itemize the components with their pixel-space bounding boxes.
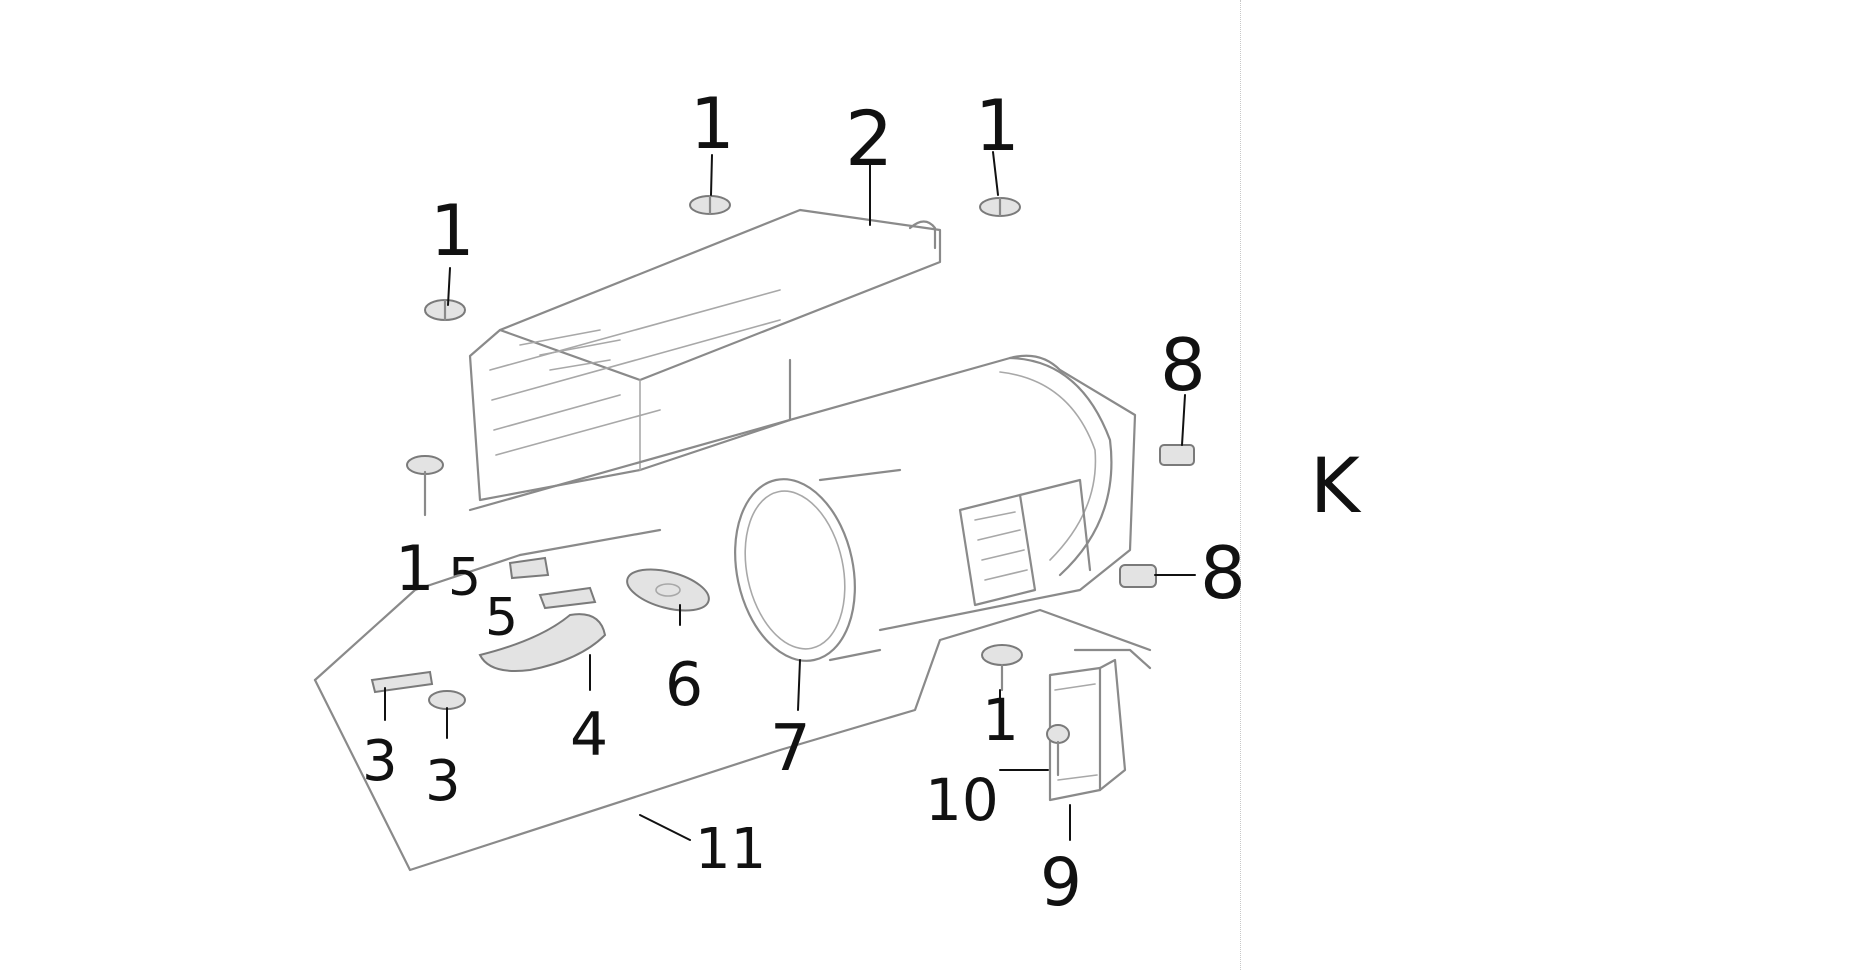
leader-lines xyxy=(384,151,1196,841)
callout-3-right: 3 xyxy=(425,749,461,814)
screw-part-10 xyxy=(1046,724,1070,777)
screw-part-3-right xyxy=(428,690,466,710)
screw-part-1-top-right xyxy=(979,196,1021,218)
screw-part-5-upper xyxy=(508,556,550,580)
callout-1-bottom: 1 xyxy=(982,686,1019,754)
screw-part-1-left xyxy=(424,298,466,322)
callout-5-upper: 5 xyxy=(448,548,481,608)
screw-part-1-side xyxy=(406,455,444,517)
callout-8-upper: 8 xyxy=(1160,323,1206,407)
callout-11: 11 xyxy=(695,817,766,882)
sunshield-cover xyxy=(468,208,942,502)
camera-housing-body xyxy=(468,354,1137,632)
page-fold-line xyxy=(1240,0,1241,970)
callout-1-side: 1 xyxy=(395,532,434,605)
callout-8-lower: 8 xyxy=(1200,531,1246,615)
callout-1-left: 1 xyxy=(430,190,475,272)
callout-1-top-middle: 1 xyxy=(690,83,735,165)
callout-6: 6 xyxy=(665,650,703,720)
callout-9: 9 xyxy=(1040,844,1082,921)
mounting-bracket xyxy=(1048,648,1152,802)
callout-2: 2 xyxy=(845,94,893,183)
callout-1-top-right: 1 xyxy=(975,85,1020,167)
view-letter-k: K xyxy=(1310,441,1362,530)
callout-4: 4 xyxy=(570,700,608,770)
bottom-plate-outline xyxy=(313,553,1152,872)
bracket-part-4 xyxy=(478,613,607,672)
screw-part-3-left xyxy=(370,670,434,694)
callout-7: 7 xyxy=(770,712,811,786)
screw-part-1-top-middle xyxy=(689,194,731,216)
callout-10: 10 xyxy=(925,766,999,834)
clip-part-8-lower xyxy=(1119,564,1157,588)
screw-part-5-lower xyxy=(538,586,597,610)
clip-part-8-upper xyxy=(1159,444,1195,466)
camera-mount-internal xyxy=(958,478,1092,607)
gasket-part-6 xyxy=(626,568,710,612)
screw-part-1-bottom xyxy=(981,644,1023,692)
front-window-ring xyxy=(734,468,902,662)
callout-5-lower: 5 xyxy=(485,588,518,648)
callout-3-left: 3 xyxy=(362,729,398,794)
